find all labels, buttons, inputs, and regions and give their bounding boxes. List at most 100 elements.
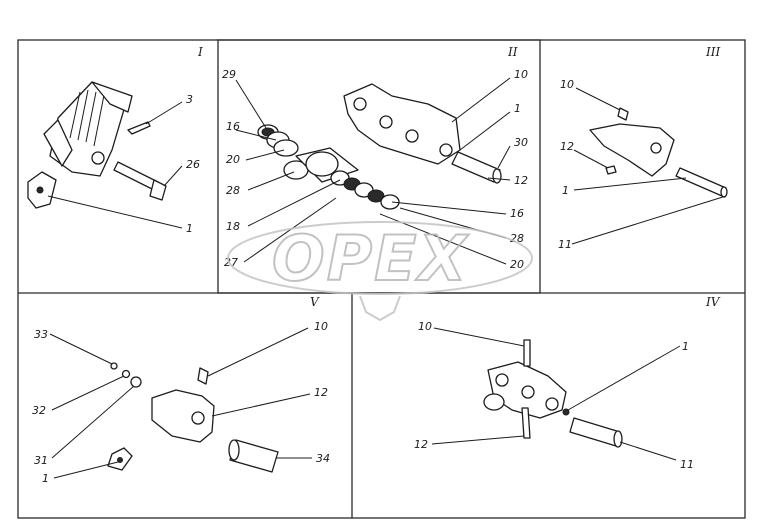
leader-12: [431, 435, 525, 445]
hinge-plate-hole-4: [439, 143, 453, 157]
washer-32: [130, 376, 142, 388]
panel-label-II: II: [507, 45, 518, 59]
bracket-III: [589, 123, 675, 177]
hinge-IV-hole-2: [521, 385, 535, 399]
screw-33: [110, 362, 118, 370]
callout-10: 10: [560, 78, 574, 91]
pin-11: [569, 417, 621, 447]
callout-10: 10: [314, 320, 328, 333]
callout-16: 16: [226, 120, 240, 133]
hinge-IV-hole-3: [545, 397, 559, 411]
hinge-plate: [343, 83, 461, 165]
base-plate-rivet: [36, 186, 44, 194]
watermark: OPEX: [227, 221, 533, 322]
pin-12: [605, 165, 617, 175]
hinge-IV-hole-1: [495, 373, 509, 387]
callout-33: 33: [34, 328, 48, 341]
cylinder-end: [305, 151, 339, 177]
leader-11: [619, 441, 677, 461]
bracket-hatching: [69, 89, 105, 147]
leader-16b: [391, 201, 507, 215]
leader-10: [451, 77, 511, 123]
callout-27: 27: [224, 256, 238, 269]
hinge-plate-hole-2: [379, 115, 393, 129]
panel-label-I: I: [197, 45, 203, 59]
leader-10: [433, 327, 525, 347]
callout-32: 32: [32, 404, 46, 417]
callout-11: 11: [558, 238, 572, 251]
leader-28: [247, 171, 295, 191]
bracket-V: [151, 389, 215, 443]
callout-3: 3: [186, 93, 193, 106]
callout-20: 20: [226, 153, 240, 166]
hinge-plate-hole-3: [405, 129, 419, 143]
watermark-ring: [227, 221, 533, 295]
panel-II-parts: 29 16 20 28 18 27 10 1 30 12 16 28 20: [222, 68, 528, 271]
leader-29: [235, 79, 267, 129]
callout-10: 10: [418, 320, 432, 333]
callout-12: 12: [414, 438, 428, 451]
callout-20b: 20: [510, 258, 524, 271]
washer-20: [273, 139, 299, 157]
panel-I-parts: 3 26 1: [27, 81, 200, 235]
callout-12: 12: [560, 140, 574, 153]
panel-III-parts: 10 12 1 11: [558, 78, 728, 251]
leader-p1-1: [47, 195, 183, 229]
callout-26: 26: [186, 158, 200, 171]
panel-label-V: V: [310, 295, 320, 309]
watermark-gear: [359, 295, 401, 322]
callout-1: 1: [186, 222, 193, 235]
leader-p4-1: [567, 345, 681, 411]
leader-31: [51, 385, 135, 459]
callout-1: 1: [682, 340, 689, 353]
hinge-plate-hole-1: [353, 97, 367, 111]
callout-29: 29: [222, 68, 236, 81]
callout-1: 1: [514, 102, 521, 115]
leader-p2-1: [459, 111, 511, 151]
leader-p3-1: [573, 177, 687, 191]
callout-30: 30: [514, 136, 528, 149]
pin-1: [675, 167, 727, 197]
leader-10: [575, 87, 621, 111]
bolt-10: [617, 107, 629, 121]
pin-1-end: [720, 186, 728, 198]
leader-20: [245, 149, 285, 161]
callout-34: 34: [316, 452, 330, 465]
leader-30: [497, 145, 511, 169]
pin-30: [451, 151, 501, 183]
plate-1-rivet: [117, 457, 123, 463]
callout-1: 1: [42, 472, 49, 485]
leader-27: [243, 197, 337, 263]
bracket-ear: [43, 119, 73, 167]
pin-30-end: [492, 168, 502, 184]
callout-12: 12: [514, 174, 528, 187]
roller-34-end: [228, 439, 240, 461]
callout-31: 31: [34, 454, 48, 467]
leader-3: [145, 101, 183, 125]
pin-12: [521, 407, 531, 439]
pin-11-end: [613, 430, 623, 448]
callout-18: 18: [226, 220, 240, 233]
callout-10: 10: [514, 68, 528, 81]
leader-12: [487, 177, 511, 181]
callout-16b: 16: [510, 207, 524, 220]
panel-label-III: III: [705, 45, 720, 59]
panel-label-IV: IV: [705, 295, 721, 309]
bracket-V-hole: [191, 411, 205, 425]
washer-31: [121, 369, 131, 379]
bracket-hole: [91, 151, 105, 165]
leader-12: [211, 393, 311, 417]
bracket-III-hole: [650, 142, 662, 154]
leader-11: [571, 195, 727, 245]
watermark-text: OPEX: [272, 222, 469, 295]
leader-16: [235, 129, 277, 141]
hinge-IV-roller: [483, 393, 505, 411]
leader-12: [573, 149, 609, 169]
pin-26-shaft: [113, 161, 159, 191]
bracket-top-lip: [91, 81, 133, 113]
leader-26: [163, 165, 183, 187]
panel-IV-parts: 10 1 12 11: [414, 320, 694, 471]
callout-12: 12: [314, 386, 328, 399]
